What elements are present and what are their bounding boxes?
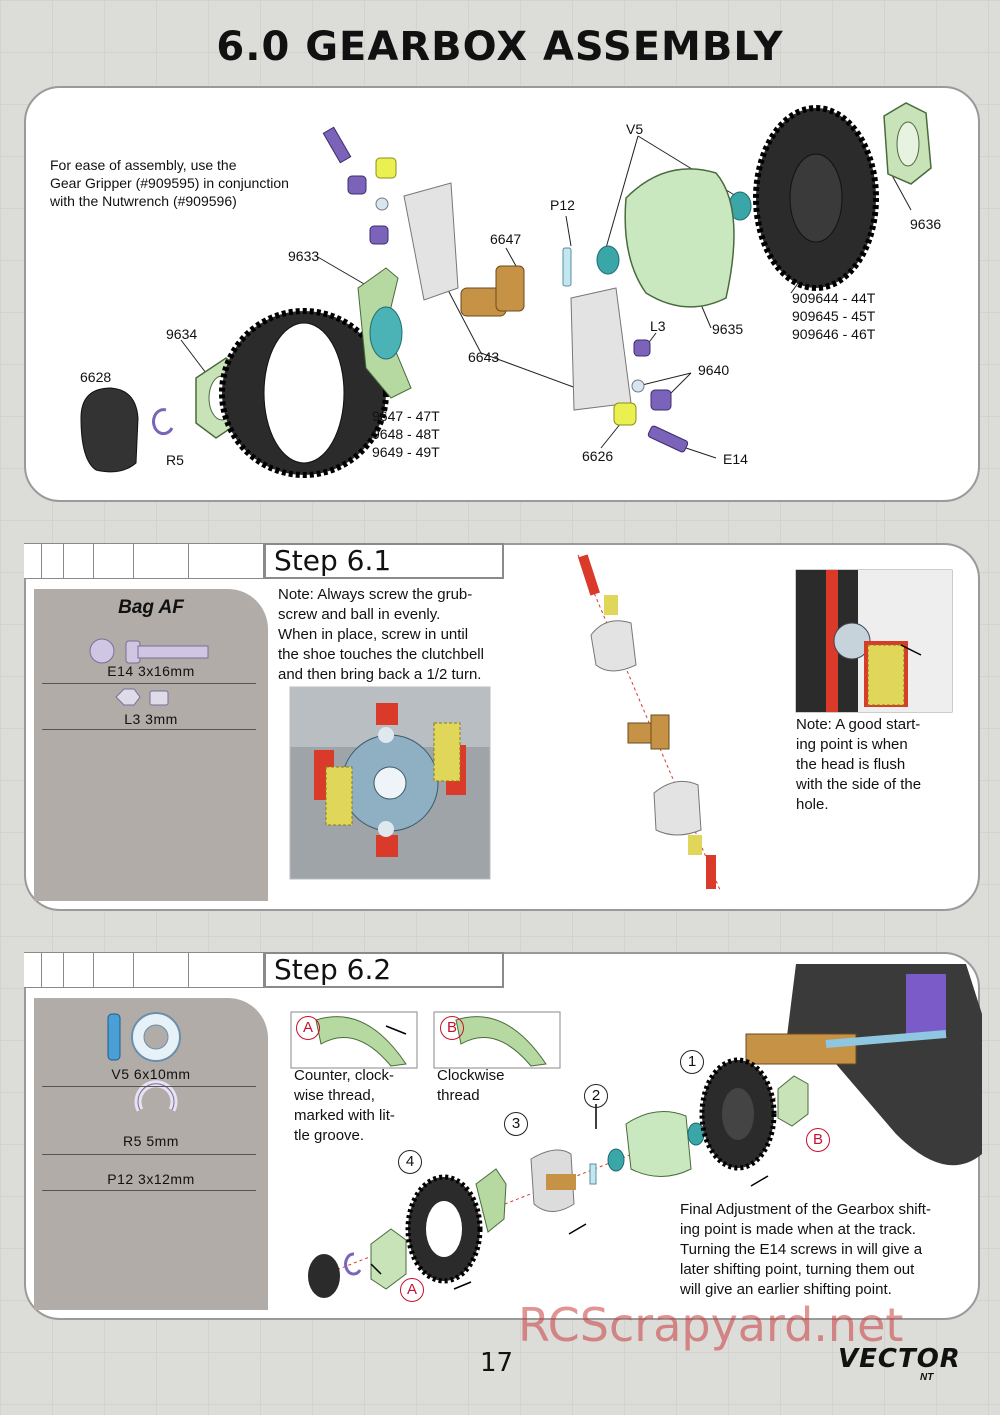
- label-9635: 9635: [712, 321, 744, 337]
- label-9634: 9634: [166, 326, 198, 342]
- label-6626: 6626: [582, 448, 614, 464]
- label-l3: L3: [650, 318, 666, 334]
- bag-item-p12: P12 3x12mm: [107, 1171, 195, 1187]
- bag-title: Bag AF: [118, 597, 184, 618]
- label-9636: 9636: [910, 216, 942, 232]
- final-adjustment-note: Final Adjustment of the Gearbox shift- i…: [680, 1201, 931, 1298]
- brand-logo: VECTOR: [838, 1344, 961, 1374]
- page-number: 17: [480, 1348, 514, 1378]
- step-6-1-note-2: Note: A good start- ing point is when th…: [796, 716, 922, 813]
- label-909644: 909644 - 44T: [792, 290, 876, 306]
- bag-item-r5: R5 5mm: [123, 1133, 179, 1149]
- label-9640: 9640: [698, 362, 730, 378]
- overview-panel: For ease of assembly, use the Gear Gripp…: [24, 86, 980, 502]
- step-6-2-panel: Step 6.2 V5 6x10mm R5 5mm P12 3x12mm: [24, 952, 982, 1320]
- brand-logo-sub: NT: [920, 1372, 934, 1383]
- step-6-1-illustrations: [289, 554, 953, 891]
- step-number-2: 2: [584, 1084, 608, 1108]
- watermark: RCScrapyard.net: [518, 1298, 904, 1352]
- label-909645: 909645 - 45T: [792, 308, 876, 324]
- overview-note: For ease of assembly, use the Gear Gripp…: [50, 157, 289, 209]
- label-9649: 9649 - 49T: [372, 444, 440, 460]
- bag-af-panel: Bag AF E14 3x16mm L3 3mm: [34, 589, 268, 901]
- marker-b: B: [440, 1016, 464, 1040]
- step-number-3: 3: [504, 1112, 528, 1136]
- bag-item-v5: V5 6x10mm: [111, 1066, 191, 1082]
- marker-a-assembly: A: [400, 1278, 424, 1302]
- step-6-1-header: Step 6.1: [24, 543, 504, 581]
- label-6643: 6643: [468, 349, 500, 365]
- label-p12: P12: [550, 197, 575, 213]
- marker-b-assembly: B: [806, 1128, 830, 1152]
- label-6647: 6647: [490, 231, 522, 247]
- bag-parts-panel: V5 6x10mm R5 5mm P12 3x12mm: [34, 998, 268, 1310]
- label-909646: 909646 - 46T: [792, 326, 876, 342]
- b-thread-caption: Clockwise thread: [437, 1067, 505, 1104]
- a-thread-caption: Counter, clock- wise thread, marked with…: [294, 1067, 395, 1144]
- step-6-1-title: Step 6.1: [264, 543, 504, 579]
- step-6-2-title: Step 6.2: [264, 952, 504, 988]
- marker-a: A: [296, 1016, 320, 1040]
- page-title: 6.0 GEARBOX ASSEMBLY: [216, 24, 784, 70]
- label-v5: V5: [626, 121, 644, 137]
- step-number-1: 1: [680, 1050, 704, 1074]
- step-number-4: 4: [398, 1150, 422, 1174]
- bag-item-e14: E14 3x16mm: [107, 663, 195, 679]
- label-9647: 9647 - 47T: [372, 408, 440, 424]
- label-e14: E14: [723, 451, 748, 467]
- bag-item-l3: L3 3mm: [124, 711, 178, 727]
- label-9648: 9648 - 48T: [372, 426, 440, 442]
- label-6628: 6628: [80, 369, 112, 385]
- step-6-2-header: Step 6.2: [24, 952, 504, 990]
- exploded-gearbox-diagram: [80, 102, 932, 478]
- label-9633: 9633: [288, 248, 320, 264]
- step-6-1-panel: Step 6.1 Bag AF E14 3x16mm L3 3mm Note: …: [24, 543, 980, 911]
- step-6-1-note: Note: Always screw the grub- screw and b…: [278, 586, 484, 683]
- label-r5: R5: [166, 452, 184, 468]
